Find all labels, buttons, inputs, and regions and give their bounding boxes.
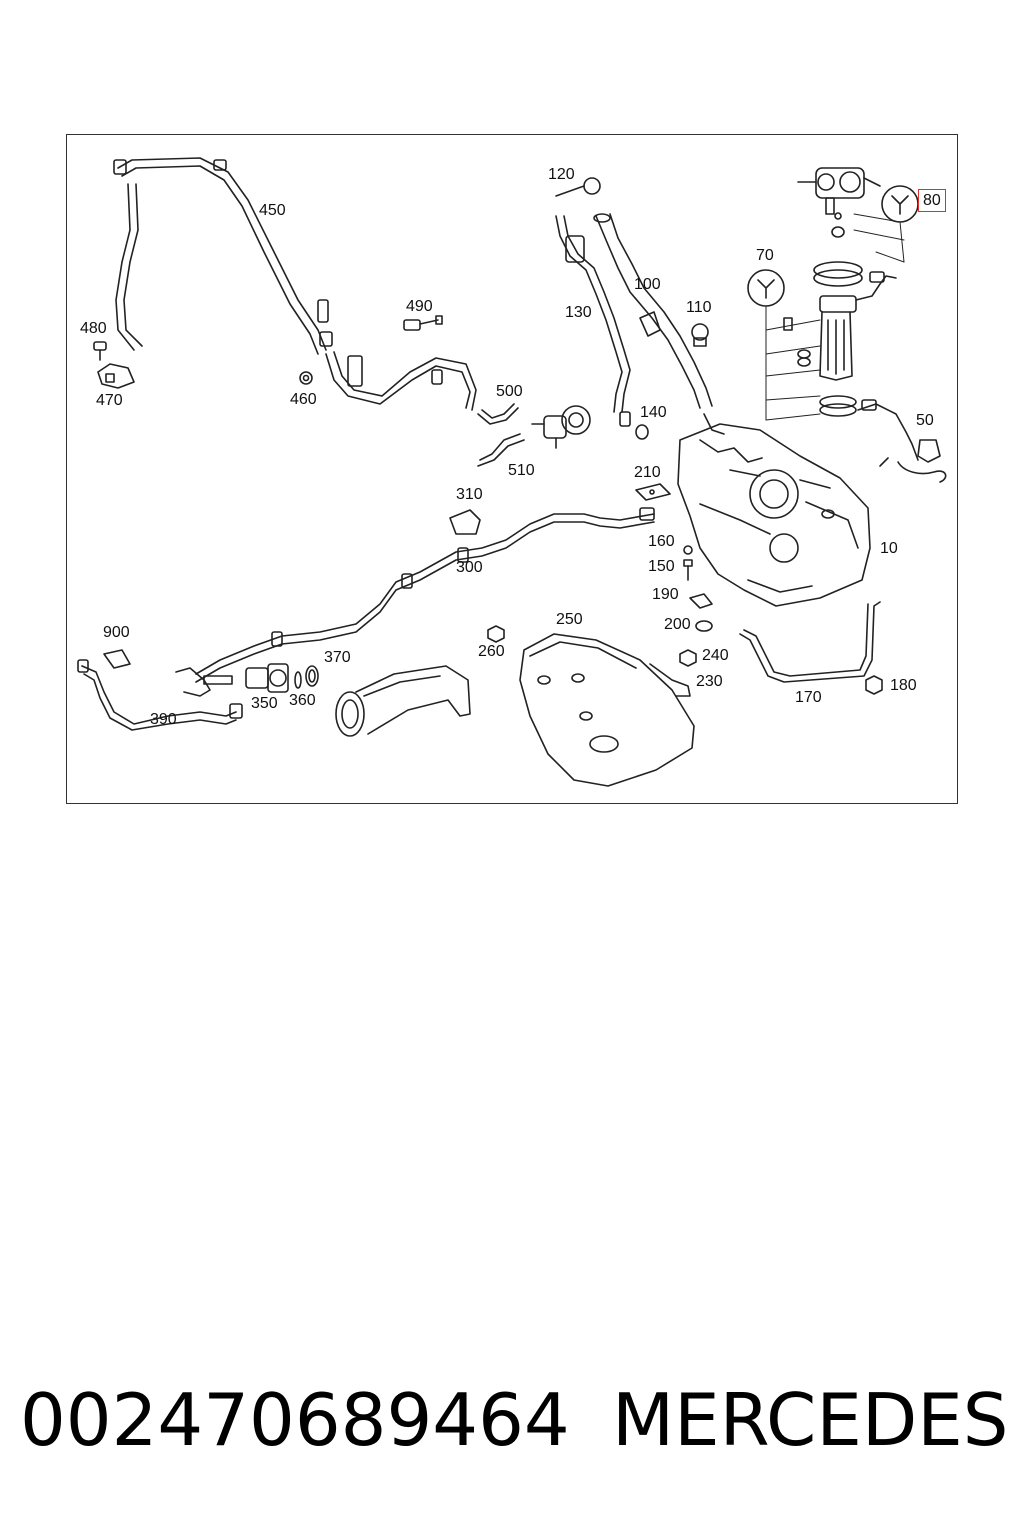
nut-200 <box>695 620 713 632</box>
bracket-900 <box>103 649 131 669</box>
callout-150[interactable]: 150 <box>648 558 675 575</box>
callout-250[interactable]: 250 <box>556 611 583 628</box>
callout-500[interactable]: 500 <box>496 383 523 400</box>
callout-170[interactable]: 170 <box>795 689 822 706</box>
callout-50[interactable]: 50 <box>916 412 934 429</box>
callout-120[interactable]: 120 <box>548 166 575 183</box>
callout-900[interactable]: 900 <box>103 624 130 641</box>
callout-300[interactable]: 300 <box>456 559 483 576</box>
callout-110[interactable]: 110 <box>686 299 712 316</box>
hose-500 <box>477 403 519 425</box>
filler-tube <box>335 665 471 737</box>
callout-350[interactable]: 350 <box>251 695 278 712</box>
callout-370[interactable]: 370 <box>324 649 351 666</box>
seal-360 <box>294 671 302 689</box>
nut-160 <box>683 545 693 555</box>
callout-180[interactable]: 180 <box>890 677 917 694</box>
nut-240 <box>679 649 697 667</box>
cap-120 <box>555 177 601 197</box>
fuel-tank-10 <box>677 413 871 607</box>
callout-200[interactable]: 200 <box>664 616 691 633</box>
wrench-icon <box>747 269 785 307</box>
ring-140 <box>635 424 649 440</box>
pump-350 <box>175 663 289 697</box>
callout-100[interactable]: 100 <box>634 276 661 293</box>
bolt-480 <box>93 341 107 361</box>
seal-370 <box>305 665 319 687</box>
clip-190 <box>689 593 713 609</box>
clip-110 <box>691 323 709 347</box>
fuel-line-390 <box>77 659 243 731</box>
sender-unit-80 <box>797 167 881 238</box>
nut-260 <box>487 625 505 643</box>
callout-210[interactable]: 210 <box>634 464 661 481</box>
callout-260[interactable]: 260 <box>478 643 505 660</box>
leader-lines-70 <box>765 305 821 421</box>
bracket-470 <box>97 363 135 389</box>
wrench-icon <box>881 185 919 223</box>
callout-450[interactable]: 450 <box>259 202 286 219</box>
nut-180 <box>865 675 883 695</box>
callout-70[interactable]: 70 <box>756 247 774 264</box>
callout-360[interactable]: 360 <box>289 692 316 709</box>
grommet-460 <box>299 371 313 385</box>
fuel-line-300 <box>195 507 655 683</box>
part-caption: 002470689464 MERCEDES <box>20 1380 1010 1460</box>
callout-130[interactable]: 130 <box>565 304 592 321</box>
callout-470[interactable]: 470 <box>96 392 123 409</box>
callout-190[interactable]: 190 <box>652 586 679 603</box>
callout-480[interactable]: 480 <box>80 320 107 337</box>
callout-510[interactable]: 510 <box>508 462 535 479</box>
callout-310[interactable]: 310 <box>456 486 483 503</box>
brand-name: MERCEDES <box>612 1378 1009 1462</box>
callout-140[interactable]: 140 <box>640 404 667 421</box>
fuel-line-450 <box>113 157 477 411</box>
vent-hose-130 <box>555 215 631 427</box>
hose-510 <box>477 433 525 467</box>
connector-490 <box>403 315 443 331</box>
valve-assembly <box>531 405 591 449</box>
leader-lines-80 <box>853 213 905 263</box>
bracket-230 <box>649 663 691 697</box>
part-number: 002470689464 <box>20 1378 570 1462</box>
bracket-210 <box>635 483 671 501</box>
diagram-frame <box>66 134 958 804</box>
heat-shield-250 <box>519 633 695 787</box>
callout-490[interactable]: 490 <box>406 298 433 315</box>
callout-460[interactable]: 460 <box>290 391 317 408</box>
callout-10[interactable]: 10 <box>880 540 898 557</box>
harness-50 <box>857 399 947 483</box>
callout-240[interactable]: 240 <box>702 647 729 664</box>
fuel-pump-module-70 <box>783 261 897 417</box>
filler-neck-100 <box>593 213 713 409</box>
callout-80[interactable]: 80 <box>918 189 946 212</box>
bolt-150 <box>683 559 693 581</box>
callout-390[interactable]: 390 <box>150 711 177 728</box>
bracket-310 <box>449 509 481 535</box>
tank-strap-170 <box>739 601 881 683</box>
callout-230[interactable]: 230 <box>696 673 723 690</box>
callout-160[interactable]: 160 <box>648 533 675 550</box>
